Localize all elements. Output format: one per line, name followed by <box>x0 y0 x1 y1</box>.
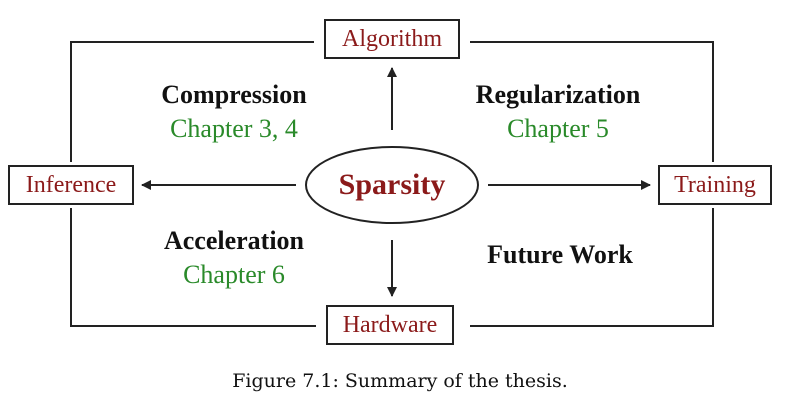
quadrant-acceleration-title: Acceleration <box>163 226 305 255</box>
quadrant-regularization-chapter: Chapter 5 <box>507 114 609 143</box>
quadrant-regularization-title: Regularization <box>475 80 641 109</box>
node-inference: Inference <box>8 165 134 205</box>
sparsity-ellipse <box>305 146 479 224</box>
quadrant-future-work-title: Future Work <box>487 240 633 269</box>
quadrant-compression-title: Compression <box>161 80 307 109</box>
figure-caption: Figure 7.1: Summary of the thesis. <box>232 370 568 392</box>
center-label-sparsity: Sparsity <box>338 168 446 201</box>
node-hardware-label: Hardware <box>342 311 438 338</box>
node-algorithm-label: Algorithm <box>342 25 442 52</box>
node-training-label: Training <box>674 171 756 198</box>
node-training: Training <box>658 165 772 205</box>
node-inference-label: Inference <box>25 171 117 198</box>
quadrant-compression-chapter: Chapter 3, 4 <box>170 114 298 143</box>
node-hardware: Hardware <box>326 305 454 345</box>
node-algorithm: Algorithm <box>324 19 460 59</box>
quadrant-acceleration-chapter: Chapter 6 <box>183 260 285 289</box>
